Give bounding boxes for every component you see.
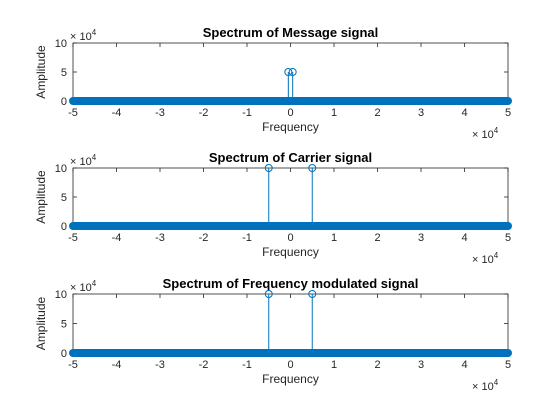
x-exponent-label: × 104 (472, 378, 499, 393)
y-tick-label: 5 (61, 192, 67, 204)
x-tick-label: -2 (199, 107, 209, 119)
x-exponent-base: × 10 (472, 129, 494, 141)
axes-box (72, 167, 509, 227)
axes-box (72, 42, 509, 102)
y-tick-label: 5 (61, 67, 67, 79)
x-tick-label: 4 (461, 107, 467, 119)
x-tick-label: 2 (374, 359, 380, 371)
y-exponent-label: × 104 (70, 153, 97, 168)
x-tick-label: -4 (112, 359, 122, 371)
x-tick-label: 3 (418, 232, 424, 244)
x-tick-label: 4 (461, 359, 467, 371)
x-tick-label: 5 (505, 232, 511, 244)
x-tick-label: -4 (112, 107, 122, 119)
x-tick-label: -1 (242, 232, 252, 244)
y-axis-label: Amplitude (34, 297, 48, 351)
x-tick-label: 1 (331, 232, 337, 244)
y-exponent-label: × 104 (70, 28, 97, 43)
y-exponent-power: 4 (92, 153, 97, 162)
x-tick-label: 5 (505, 359, 511, 371)
y-axis-label: Amplitude (34, 45, 48, 99)
y-exponent-base: × 10 (70, 156, 92, 168)
x-tick-label: 1 (331, 107, 337, 119)
y-tick-label: 0 (61, 96, 67, 108)
chart-title: Spectrum of Frequency modulated signal (163, 276, 419, 291)
y-exponent-base: × 10 (70, 31, 92, 43)
x-tick-label: -1 (242, 359, 252, 371)
x-tick-label: 2 (374, 232, 380, 244)
x-exponent-power: 4 (494, 378, 499, 387)
y-exponent-power: 4 (92, 279, 97, 288)
x-tick-label: 0 (287, 107, 293, 119)
y-tick-label: 0 (61, 348, 67, 360)
x-tick-label: -5 (68, 107, 78, 119)
stem-marker (284, 68, 293, 76)
x-tick-label: -2 (199, 232, 209, 244)
x-tick-label: 5 (505, 107, 511, 119)
x-tick-label: -3 (155, 107, 165, 119)
y-tick-label: 5 (61, 319, 67, 331)
stem-marker (264, 290, 273, 298)
y-tick-label: 0 (61, 221, 67, 233)
chart-title: Spectrum of Carrier signal (209, 150, 372, 165)
stem-marker (308, 290, 317, 298)
x-tick-label: 2 (374, 107, 380, 119)
x-tick-label: 3 (418, 359, 424, 371)
x-axis-label: Frequency (262, 245, 319, 259)
chart-title: Spectrum of Message signal (203, 25, 379, 40)
x-exponent-base: × 10 (472, 254, 494, 266)
x-axis-label: Frequency (262, 120, 319, 134)
x-exponent-label: × 104 (472, 251, 499, 266)
x-tick-label: 0 (287, 232, 293, 244)
x-tick-label: -3 (155, 232, 165, 244)
y-tick-label: 10 (55, 163, 67, 175)
x-tick-label: 3 (418, 107, 424, 119)
x-tick-label: 1 (331, 359, 337, 371)
x-tick-label: -5 (68, 232, 78, 244)
y-exponent-base: × 10 (70, 282, 92, 294)
y-tick-label: 10 (55, 38, 67, 50)
x-tick-label: 4 (461, 232, 467, 244)
x-exponent-label: × 104 (472, 126, 499, 141)
x-tick-label: -5 (68, 359, 78, 371)
y-exponent-label: × 104 (70, 279, 97, 294)
x-exponent-power: 4 (494, 126, 499, 135)
y-tick-label: 10 (55, 289, 67, 301)
y-exponent-power: 4 (92, 28, 97, 37)
y-axis-label: Amplitude (34, 170, 48, 224)
x-tick-label: -1 (242, 107, 252, 119)
stem-marker (308, 164, 317, 172)
axes-box (72, 293, 509, 354)
stem-marker (264, 164, 273, 172)
x-tick-label: 0 (287, 359, 293, 371)
x-tick-label: -3 (155, 359, 165, 371)
x-tick-label: -2 (199, 359, 209, 371)
stem-marker (288, 68, 297, 76)
x-axis-label: Frequency (262, 372, 319, 386)
x-exponent-base: × 10 (472, 381, 494, 393)
x-exponent-power: 4 (494, 251, 499, 260)
x-tick-label: -4 (112, 232, 122, 244)
